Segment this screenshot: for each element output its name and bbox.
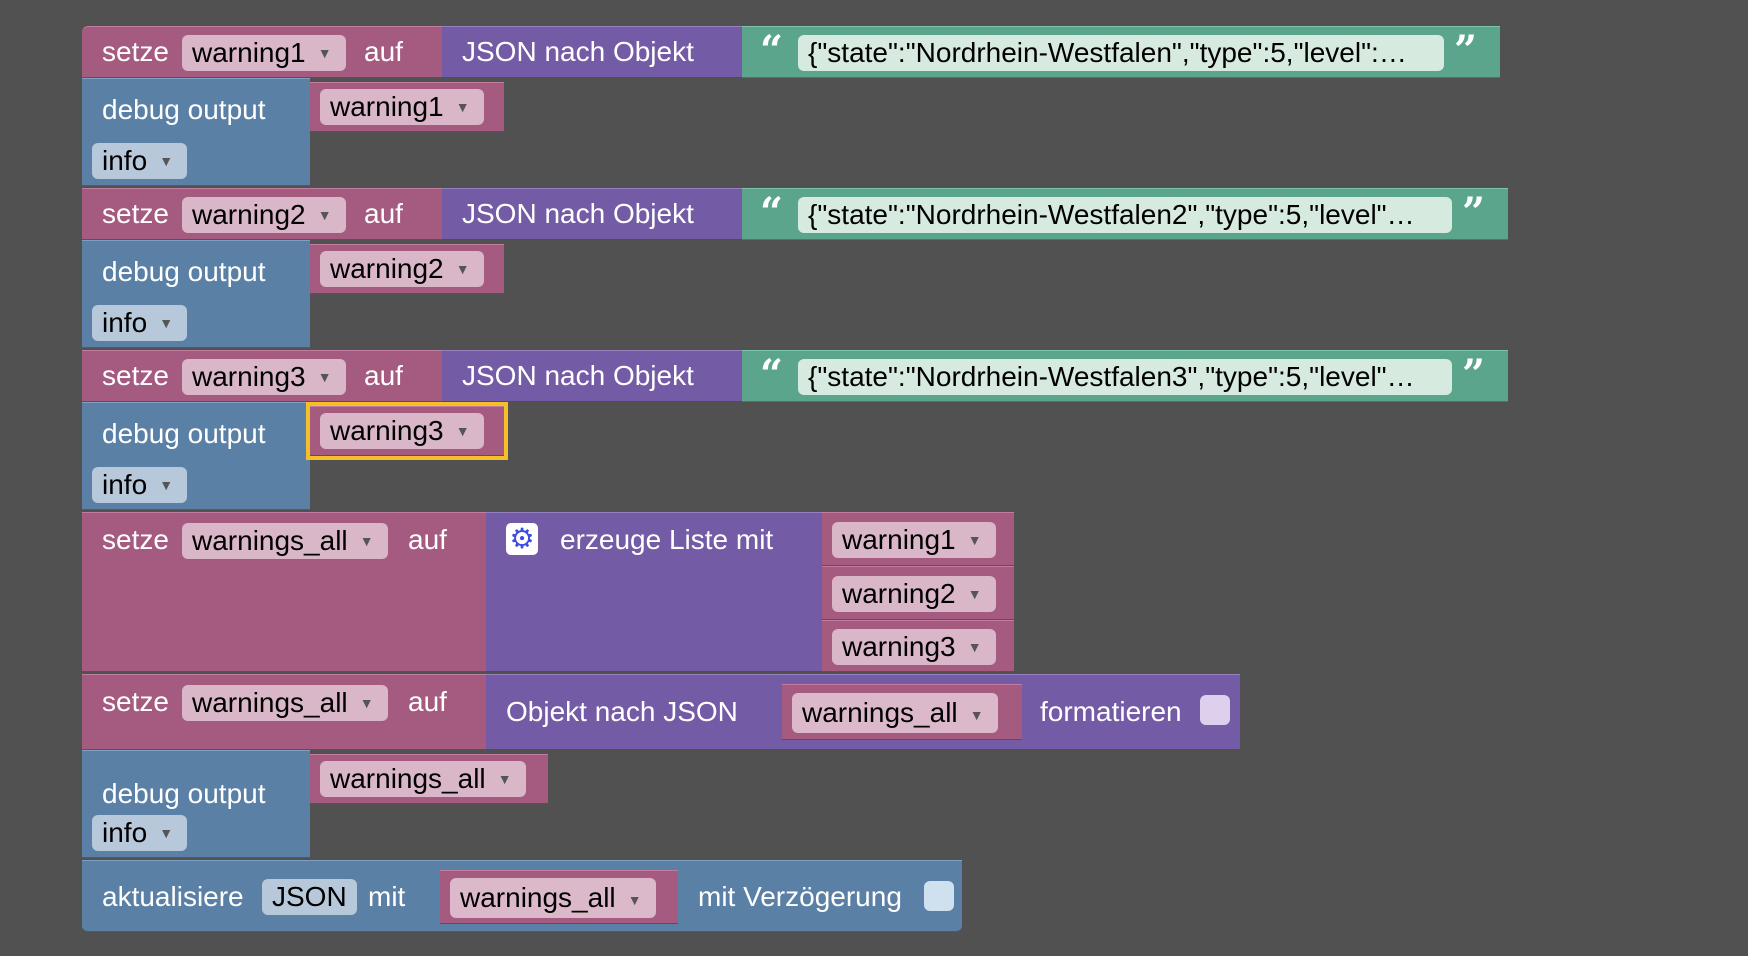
list-item-block[interactable]: warning3▼ xyxy=(822,620,1014,672)
close-quote-icon: ” xyxy=(1462,351,1486,398)
log-level-dropdown[interactable]: info▼ xyxy=(92,305,188,341)
variable-dropdown[interactable]: warning2▼ xyxy=(182,197,346,233)
dropdown-arrow-icon: ▼ xyxy=(455,99,470,115)
text-block[interactable]: “ {"state":"Nordrhein-Westfalen","type":… xyxy=(742,26,1500,78)
setze-label: setze xyxy=(102,36,169,67)
set-warnings-all-list-block[interactable]: setze warnings_all▼ auf xyxy=(82,512,488,672)
variable-get-block-selected[interactable]: warning3▼ xyxy=(306,402,508,460)
dropdown-arrow-icon: ▼ xyxy=(359,533,374,549)
log-level-dropdown[interactable]: info▼ xyxy=(92,143,188,179)
json-parse-block[interactable]: JSON nach Objekt xyxy=(442,26,744,78)
json-parse-block[interactable]: JSON nach Objekt xyxy=(442,350,744,402)
setze-label: setze xyxy=(102,524,169,555)
text-block[interactable]: “ {"state":"Nordrhein-Westfalen2","type"… xyxy=(742,188,1508,240)
dropdown-arrow-icon: ▼ xyxy=(159,477,174,493)
string-input[interactable]: {"state":"Nordrhein-Westfalen3","type":5… xyxy=(798,359,1452,395)
variable-dropdown[interactable]: warning2▼ xyxy=(320,251,484,287)
variable-dropdown[interactable]: warning3▼ xyxy=(320,413,484,449)
auf-label: auf xyxy=(364,36,403,67)
dropdown-arrow-icon: ▼ xyxy=(359,695,374,711)
auf-label: auf xyxy=(364,360,403,391)
dropdown-arrow-icon: ▼ xyxy=(317,45,332,61)
variable-dropdown[interactable]: warnings_all▼ xyxy=(792,693,998,733)
variable-get-block[interactable]: warning1▼ xyxy=(310,82,504,132)
state-field[interactable]: JSON xyxy=(262,879,357,915)
set-warning3-block[interactable]: setze warning3▼ auf xyxy=(82,350,444,402)
variable-dropdown[interactable]: warning3▼ xyxy=(832,629,996,665)
variable-get-block[interactable]: warning2▼ xyxy=(310,244,504,294)
variable-dropdown[interactable]: warnings_all▼ xyxy=(450,878,656,918)
log-level-dropdown[interactable]: info▼ xyxy=(92,815,188,851)
debug-output-block-2[interactable]: debug output info▼ xyxy=(82,240,310,348)
create-list-block[interactable]: ⚙ erzeuge Liste mit xyxy=(486,512,822,672)
set-warning1-block[interactable]: setze warning1▼ auf xyxy=(82,26,444,78)
json-parse-label: JSON nach Objekt xyxy=(462,36,694,67)
debug-output-label: debug output xyxy=(102,418,266,449)
variable-get-block[interactable]: warnings_all▼ xyxy=(782,684,1022,740)
auf-label: auf xyxy=(364,198,403,229)
json-parse-label: JSON nach Objekt xyxy=(462,360,694,391)
open-quote-icon: “ xyxy=(760,189,784,236)
variable-dropdown[interactable]: warning2▼ xyxy=(832,576,996,612)
auf-label: auf xyxy=(408,524,447,555)
variable-get-block[interactable]: warnings_all▼ xyxy=(310,754,548,804)
variable-dropdown[interactable]: warning1▼ xyxy=(182,35,346,71)
variable-dropdown[interactable]: warnings_all▼ xyxy=(320,761,526,797)
debug-output-block-3[interactable]: debug output info▼ xyxy=(82,402,310,510)
debug-output-block-1[interactable]: debug output info▼ xyxy=(82,78,310,186)
list-item-block[interactable]: warning2▼ xyxy=(822,566,1014,620)
list-item-block[interactable]: warning1▼ xyxy=(822,512,1014,566)
dropdown-arrow-icon: ▼ xyxy=(967,532,982,548)
dropdown-arrow-icon: ▼ xyxy=(317,207,332,223)
dropdown-arrow-icon: ▼ xyxy=(967,586,982,602)
variable-dropdown[interactable]: warning1▼ xyxy=(832,522,996,558)
set-warnings-all-json-block[interactable]: setze warnings_all▼ auf xyxy=(82,674,488,750)
debug-output-label: debug output xyxy=(102,94,266,125)
dropdown-arrow-icon: ▼ xyxy=(455,423,470,439)
dropdown-arrow-icon: ▼ xyxy=(497,771,512,787)
variable-dropdown[interactable]: warning1▼ xyxy=(320,89,484,125)
dropdown-arrow-icon: ▼ xyxy=(627,892,642,908)
string-input[interactable]: {"state":"Nordrhein-Westfalen2","type":5… xyxy=(798,197,1452,233)
text-block[interactable]: “ {"state":"Nordrhein-Westfalen3","type"… xyxy=(742,350,1508,402)
dropdown-arrow-icon: ▼ xyxy=(159,153,174,169)
setze-label: setze xyxy=(102,686,169,717)
debug-output-label: debug output xyxy=(102,778,266,809)
with-label: mit xyxy=(368,881,406,912)
dropdown-arrow-icon: ▼ xyxy=(159,315,174,331)
dropdown-arrow-icon: ▼ xyxy=(317,369,332,385)
dropdown-arrow-icon: ▼ xyxy=(967,639,982,655)
debug-output-label: debug output xyxy=(102,256,266,287)
format-checkbox[interactable] xyxy=(1200,695,1230,725)
open-quote-icon: “ xyxy=(760,351,784,398)
variable-dropdown[interactable]: warnings_all▼ xyxy=(182,685,388,721)
object-to-json-label: Objekt nach JSON xyxy=(506,696,738,727)
json-parse-block[interactable]: JSON nach Objekt xyxy=(442,188,744,240)
setze-label: setze xyxy=(102,198,169,229)
dropdown-arrow-icon: ▼ xyxy=(455,261,470,277)
dropdown-arrow-icon: ▼ xyxy=(969,707,984,723)
create-list-label: erzeuge Liste mit xyxy=(560,524,774,555)
gear-icon[interactable]: ⚙ xyxy=(506,523,538,555)
log-level-dropdown[interactable]: info▼ xyxy=(92,467,188,503)
string-input[interactable]: {"state":"Nordrhein-Westfalen","type":5,… xyxy=(798,35,1444,71)
variable-dropdown[interactable]: warning3▼ xyxy=(182,359,346,395)
set-warning2-block[interactable]: setze warning2▼ auf xyxy=(82,188,444,240)
auf-label: auf xyxy=(408,686,447,717)
setze-label: setze xyxy=(102,360,169,391)
close-quote-icon: ” xyxy=(1462,189,1486,236)
delay-checkbox[interactable] xyxy=(924,881,954,911)
open-quote-icon: “ xyxy=(760,27,784,74)
variable-get-block[interactable]: warnings_all▼ xyxy=(440,870,678,924)
update-label: aktualisiere xyxy=(102,881,244,912)
format-label: formatieren xyxy=(1040,696,1182,727)
json-parse-label: JSON nach Objekt xyxy=(462,198,694,229)
variable-dropdown[interactable]: warnings_all▼ xyxy=(182,523,388,559)
debug-output-block-all[interactable]: debug output info▼ xyxy=(82,750,310,858)
dropdown-arrow-icon: ▼ xyxy=(159,825,174,841)
with-delay-label: mit Verzögerung xyxy=(698,881,902,912)
close-quote-icon: ” xyxy=(1454,27,1478,74)
